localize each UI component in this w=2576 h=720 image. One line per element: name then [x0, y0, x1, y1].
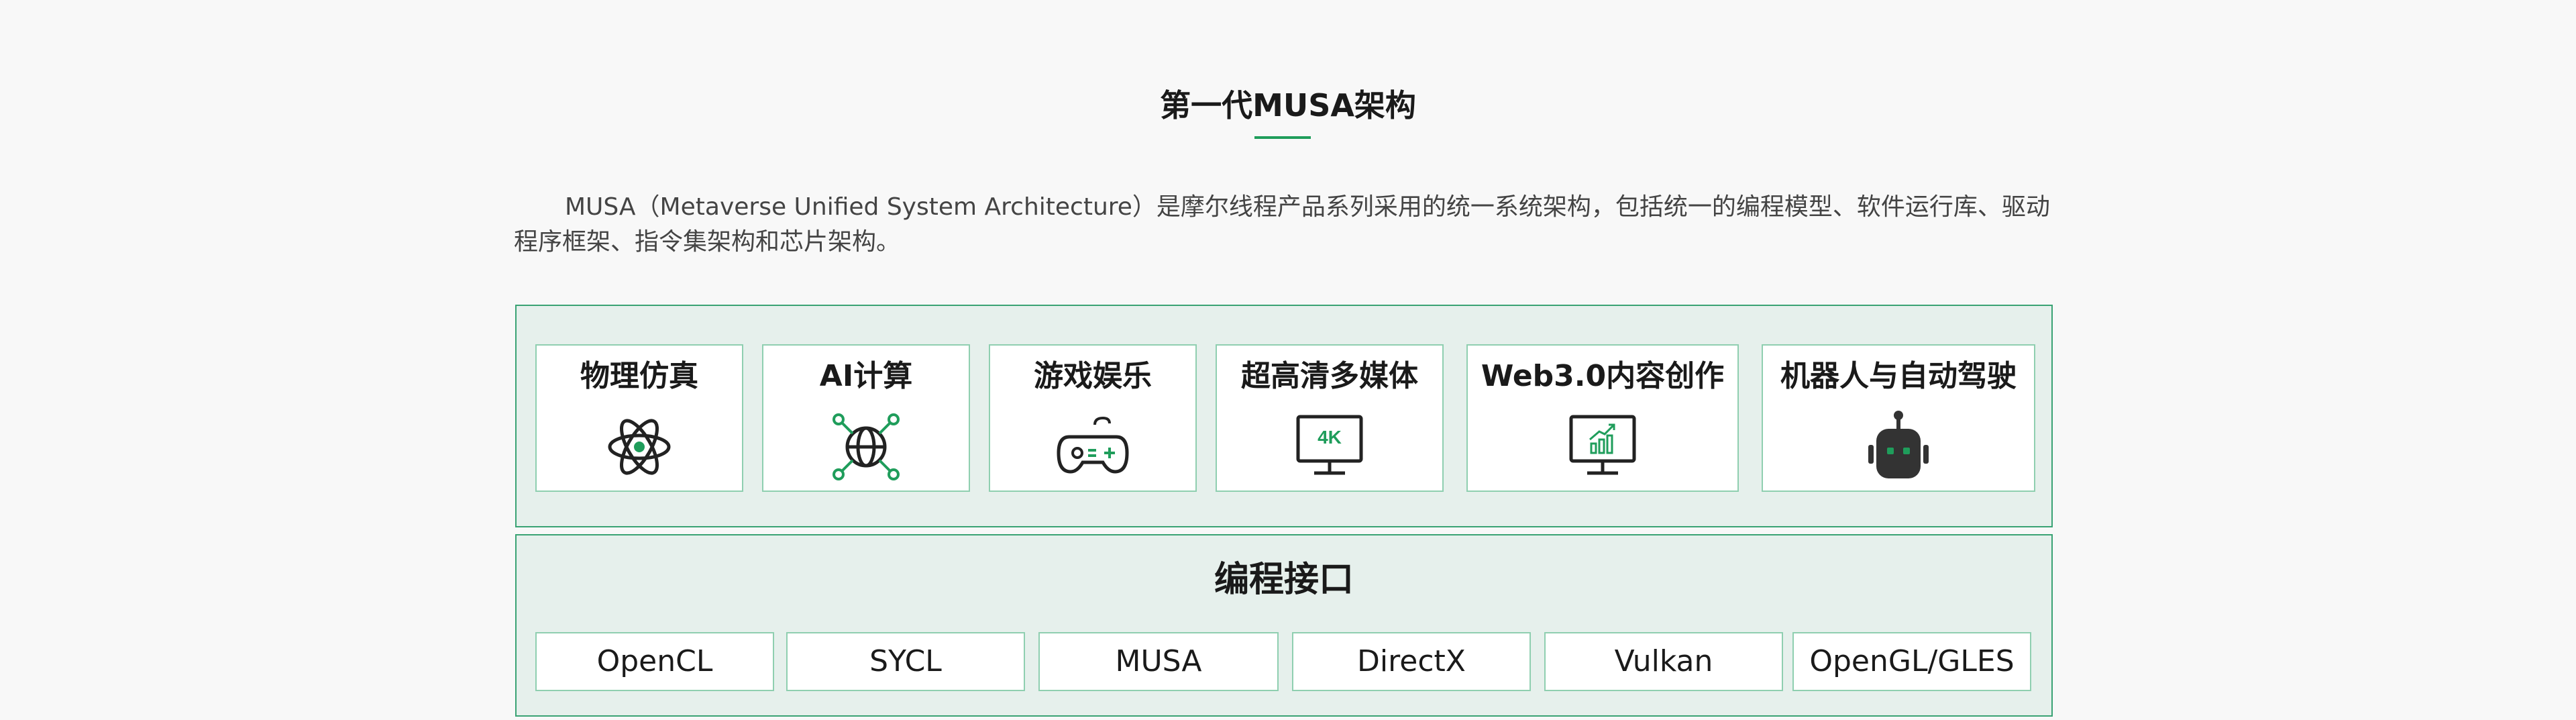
app-card-robotics-autonomous-driving[interactable]: 机器人与自动驾驶	[1762, 344, 2035, 492]
api-opencl[interactable]: OpenCL	[535, 632, 774, 691]
api-vulkan[interactable]: Vulkan	[1544, 632, 1783, 691]
app-card-label: 物理仿真	[580, 359, 698, 393]
app-card-label: 超高清多媒体	[1241, 359, 1418, 393]
api-sycl[interactable]: SYCL	[786, 632, 1025, 691]
page-title: 第一代MUSA架构	[1160, 87, 1416, 123]
app-card-gaming[interactable]: 游戏娱乐	[989, 344, 1197, 492]
app-card-web3-content[interactable]: Web3.0内容创作	[1466, 344, 1739, 492]
badge-4k: 4K	[1318, 427, 1342, 448]
api-opengl-gles[interactable]: OpenGL/GLES	[1792, 632, 2031, 691]
api-directx[interactable]: DirectX	[1292, 632, 1531, 691]
app-card-uhd-multimedia[interactable]: 超高清多媒体 4K	[1216, 344, 1444, 492]
robot-icon	[1868, 411, 1929, 478]
intro-paragraph: MUSA（Metaverse Unified System Architectu…	[514, 193, 2050, 256]
gamepad-icon	[1057, 416, 1129, 474]
app-card-physics-simulation[interactable]: 物理仿真	[535, 344, 743, 492]
app-card-label: AI计算	[819, 359, 913, 393]
ai-globe-icon	[833, 413, 900, 480]
api-panel-title: 编程接口	[1214, 560, 1354, 600]
app-card-ai-computing[interactable]: AI计算	[762, 344, 970, 492]
app-card-label: 机器人与自动驾驶	[1780, 359, 2017, 393]
application-panel: 物理仿真 AI计算 游戏娱乐	[515, 305, 2053, 527]
monitor-4k-icon: 4K	[1296, 415, 1363, 475]
title-underline	[1254, 136, 1311, 139]
app-card-label: Web3.0内容创作	[1481, 359, 1725, 393]
app-card-label: 游戏娱乐	[1034, 359, 1152, 393]
api-musa[interactable]: MUSA	[1038, 632, 1279, 691]
programming-interface-panel: 编程接口 OpenCL SYCL MUSA DirectX Vulkan Ope…	[515, 534, 2053, 717]
monitor-chart-icon	[1569, 415, 1636, 475]
atom-icon	[608, 419, 671, 475]
